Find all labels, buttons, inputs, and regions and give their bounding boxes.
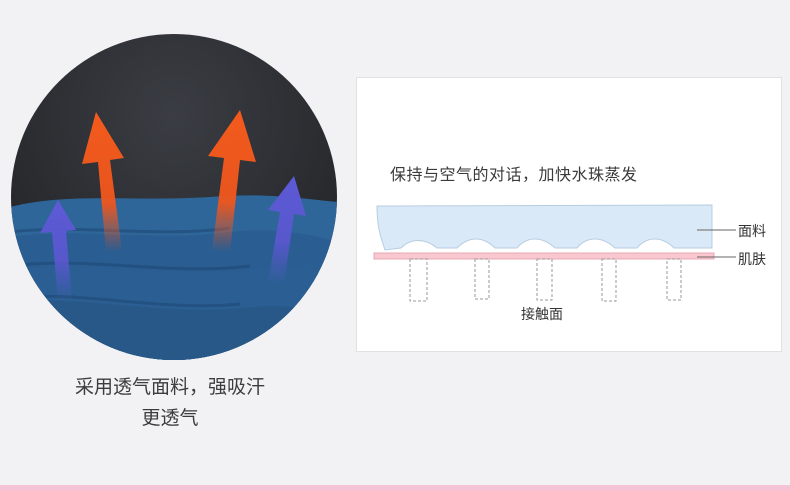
- caption-line-2: 更透气: [141, 407, 199, 429]
- skin-label: 肌肤: [738, 252, 766, 268]
- upward-arrow-orange: [82, 112, 124, 252]
- skin-pore: [536, 258, 553, 301]
- caption-line-1: 采用透气面料，强吸汗: [74, 376, 265, 398]
- diagram-heading: 保持与空气的对话，加快水珠蒸发: [390, 165, 638, 184]
- fabric-label: 面料: [738, 224, 766, 240]
- skin-pore: [474, 258, 490, 300]
- fabric-photo-illustration: [11, 34, 337, 360]
- upward-arrow-blue: [268, 176, 306, 284]
- fabric-photo-circle: [10, 32, 338, 362]
- skin-pore: [601, 258, 617, 302]
- fabric-layer: [376, 204, 713, 251]
- fabric-caption: 采用透气面料，强吸汗 更透气: [0, 372, 340, 434]
- skin-layer: [373, 252, 715, 260]
- contact-surface-label: 接触面: [521, 307, 563, 323]
- skin-pore: [409, 258, 428, 302]
- upward-arrow-blue: [40, 200, 76, 300]
- upward-arrow-orange: [208, 110, 256, 252]
- fabric-skin-diagram: [373, 204, 736, 302]
- bottom-accent-stripe: [0, 485, 790, 491]
- breathability-diagram-card: 保持与空气的对话，加快水珠蒸发 面料 肌肤 接触面: [356, 77, 782, 352]
- skin-pore: [666, 258, 682, 301]
